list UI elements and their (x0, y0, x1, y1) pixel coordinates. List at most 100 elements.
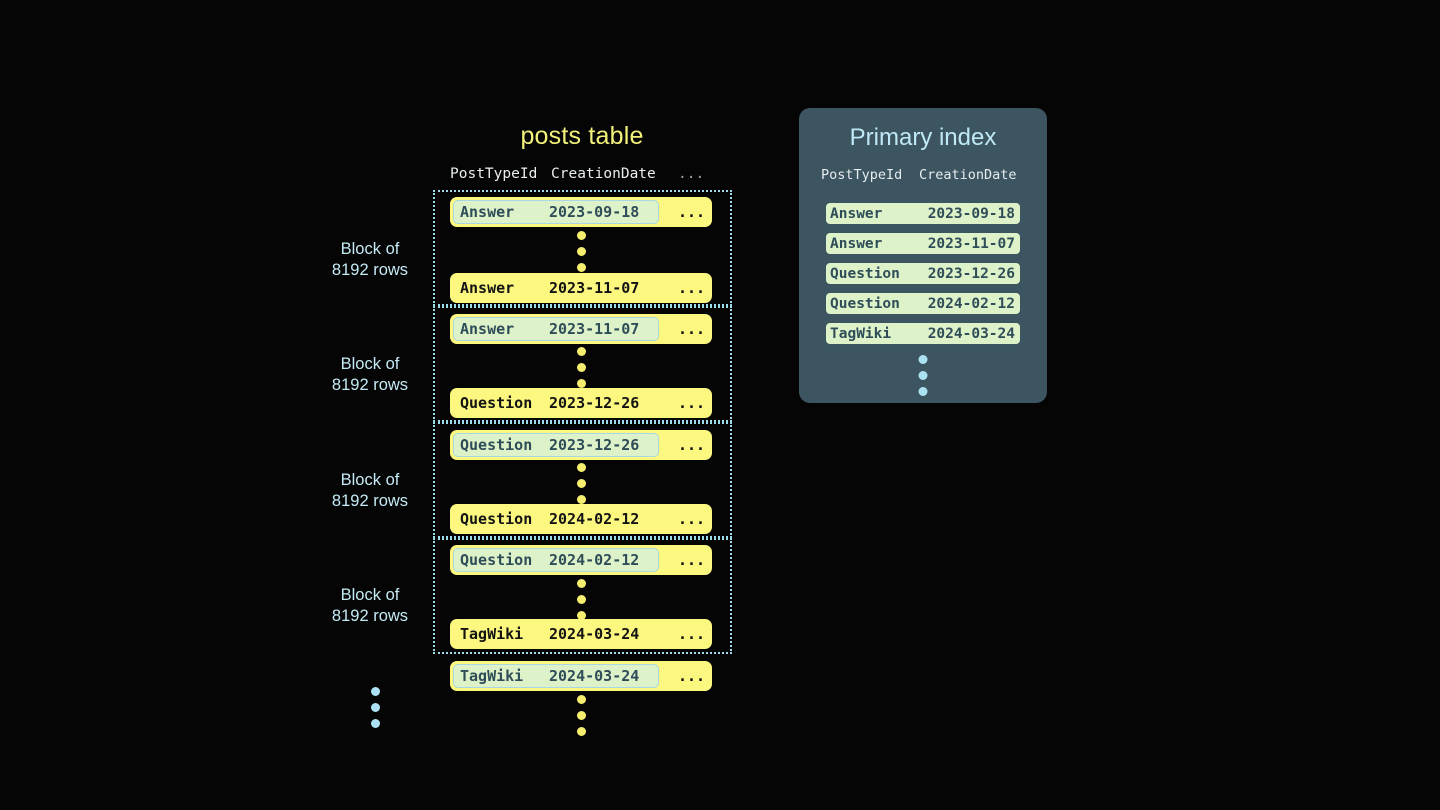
cell-creationdate: 2024-02-12 (549, 551, 640, 569)
primary-index-title: Primary index (849, 124, 997, 151)
block-box-2 (433, 306, 732, 422)
cell-creationdate: 2023-09-18 (549, 203, 640, 221)
table-row[interactable]: Question 2023-12-26 ... (450, 430, 712, 460)
cell-posttypeid: TagWiki (460, 667, 524, 685)
block-label-1: Block of 8192 rows (318, 239, 422, 281)
dot (371, 687, 380, 696)
dot (577, 495, 586, 504)
table-continuation-dots (577, 695, 586, 736)
cell-more-ellipsis: ... (678, 203, 706, 221)
dot (577, 363, 586, 372)
cell-creationdate: 2023-11-07 (549, 279, 640, 297)
index-entry-row[interactable]: Question 2024-02-12 (825, 292, 1021, 315)
dot (577, 347, 586, 356)
cell-creationdate: 2023-12-26 (549, 436, 640, 454)
cell-more-ellipsis: ... (678, 625, 706, 643)
dot (918, 371, 928, 380)
dot (577, 579, 586, 588)
dot (577, 595, 586, 604)
index-entry-row[interactable]: TagWiki 2024-03-24 (825, 322, 1021, 345)
dot (371, 703, 380, 712)
cell-posttypeid: Question (460, 394, 533, 412)
table-row[interactable]: TagWiki 2024-03-24 ... (450, 619, 712, 649)
dot (918, 387, 928, 396)
key-prefix-highlight-box (453, 664, 659, 688)
table-row[interactable]: Answer 2023-09-18 ... (450, 197, 712, 227)
block-label-1-line1: Block of (340, 240, 400, 258)
cell-posttypeid: Answer (460, 279, 515, 297)
key-prefix-highlight-box (453, 548, 659, 572)
posts-column-header-ellipsis: ... (678, 166, 705, 182)
block-box-4 (433, 538, 732, 654)
primary-index-panel: Primary index PostTypeId CreationDate An… (799, 108, 1047, 403)
dot (577, 231, 586, 240)
index-entry-row[interactable]: Answer 2023-09-18 (825, 202, 1021, 225)
index-cell-creationdate: 2024-03-24 (927, 325, 1015, 342)
block-label-2-line1: Block of (340, 355, 400, 373)
index-entry-row[interactable]: Question 2023-12-26 (825, 262, 1021, 285)
cell-posttypeid: Question (460, 436, 533, 454)
index-column-header-posttypeid: PostTypeId (821, 167, 903, 183)
dot (577, 263, 586, 272)
dot (577, 611, 586, 620)
index-cell-posttypeid: Question (830, 265, 900, 282)
table-row[interactable]: Question 2024-02-12 ... (450, 504, 712, 534)
dot (577, 727, 586, 736)
index-cell-creationdate: 2023-09-18 (927, 205, 1015, 222)
block-label-1-line2: 8192 rows (331, 261, 409, 279)
index-cell-creationdate: 2023-12-26 (927, 265, 1015, 282)
dot (577, 711, 586, 720)
key-prefix-highlight-box (453, 433, 659, 457)
cell-creationdate: 2023-11-07 (549, 320, 640, 338)
block-label-3-line2: 8192 rows (331, 492, 409, 510)
index-column-header-creationdate: CreationDate (919, 167, 1017, 183)
index-continuation-dots (918, 355, 928, 396)
index-cell-creationdate: 2024-02-12 (927, 295, 1015, 312)
row-ellipsis-dots (577, 231, 586, 272)
cell-creationdate: 2024-03-24 (549, 625, 640, 643)
row-ellipsis-dots (577, 463, 586, 504)
cell-posttypeid: Answer (460, 320, 515, 338)
posts-table-column-headers: PostTypeId CreationDate ... (450, 166, 712, 186)
block-label-4-line1: Block of (340, 586, 400, 604)
table-row[interactable]: Question 2024-02-12 ... (450, 545, 712, 575)
table-row[interactable]: Answer 2023-11-07 ... (450, 314, 712, 344)
primary-index-column-headers: PostTypeId CreationDate (821, 167, 1026, 187)
cell-posttypeid: TagWiki (460, 625, 524, 643)
primary-index-entry-list: Answer 2023-09-18 Answer 2023-11-07 Ques… (825, 202, 1021, 352)
posts-column-header-creationdate: CreationDate (551, 166, 656, 182)
cell-more-ellipsis: ... (678, 320, 706, 338)
cell-more-ellipsis: ... (678, 394, 706, 412)
posts-column-header-posttypeid: PostTypeId (450, 166, 538, 182)
cell-more-ellipsis: ... (678, 436, 706, 454)
posts-table-title: posts table (520, 122, 644, 150)
block-box-3 (433, 422, 732, 538)
table-row[interactable]: TagWiki 2024-03-24 ... (450, 661, 712, 691)
table-row[interactable]: Answer 2023-11-07 ... (450, 273, 712, 303)
cell-posttypeid: Answer (460, 203, 515, 221)
index-entry-row[interactable]: Answer 2023-11-07 (825, 232, 1021, 255)
dot (918, 355, 928, 364)
row-ellipsis-dots (577, 347, 586, 388)
cell-posttypeid: Question (460, 551, 533, 569)
block-label-4: Block of 8192 rows (318, 585, 422, 627)
cell-creationdate: 2024-03-24 (549, 667, 640, 685)
block-label-4-line2: 8192 rows (331, 607, 409, 625)
block-box-1 (433, 190, 732, 306)
cell-posttypeid: Question (460, 510, 533, 528)
cell-creationdate: 2024-02-12 (549, 510, 640, 528)
block-label-3-line1: Block of (340, 471, 400, 489)
dot (371, 719, 380, 728)
block-label-2: Block of 8192 rows (318, 354, 422, 396)
dot (577, 463, 586, 472)
table-row[interactable]: Question 2023-12-26 ... (450, 388, 712, 418)
cell-more-ellipsis: ... (678, 551, 706, 569)
dot (577, 379, 586, 388)
key-prefix-highlight-box (453, 200, 659, 224)
index-cell-creationdate: 2023-11-07 (927, 235, 1015, 252)
block-label-2-line2: 8192 rows (331, 376, 409, 394)
index-cell-posttypeid: Answer (830, 205, 883, 222)
key-prefix-highlight-box (453, 317, 659, 341)
index-cell-posttypeid: Answer (830, 235, 883, 252)
